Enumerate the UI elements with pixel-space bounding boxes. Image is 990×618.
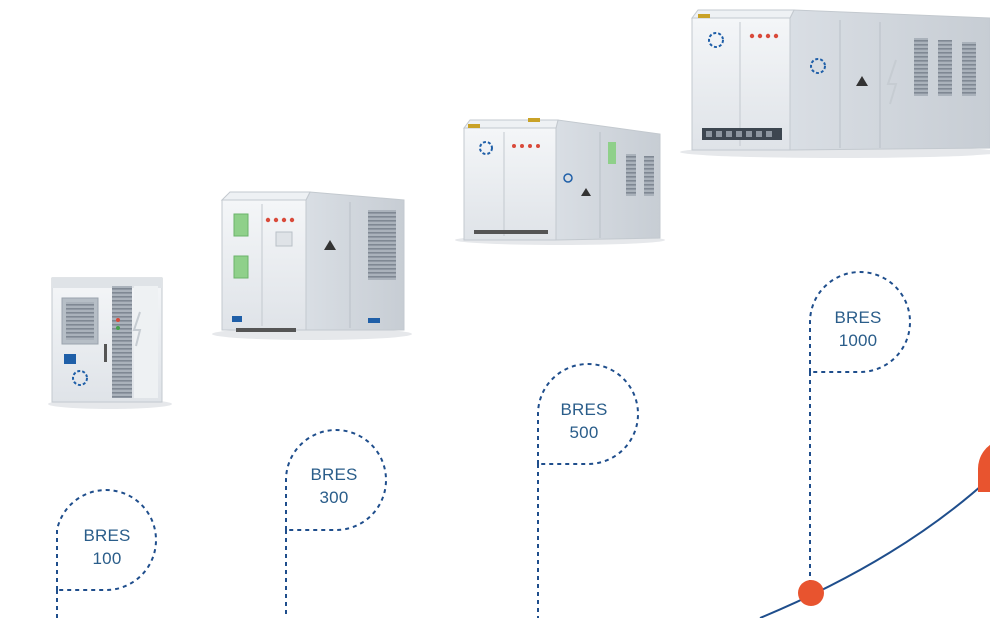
pin-label-bres-1000: BRES 1000	[813, 306, 903, 352]
pin-bres-1000	[809, 271, 911, 592]
battery-container-medium-icon	[455, 118, 665, 245]
pin-bres-100	[56, 489, 157, 618]
pin-label-bres-500: BRES 500	[539, 398, 629, 444]
pin-label-line2: 300	[319, 488, 349, 507]
battery-cabinet-small-icon	[48, 277, 172, 409]
pin-label-bres-300: BRES 300	[289, 463, 379, 509]
pin-label-line2: 1000	[838, 331, 878, 350]
curve-marker-dot	[798, 580, 824, 606]
pin-label-line1: BRES	[310, 465, 358, 484]
pin-label-line1: BRES	[560, 400, 608, 419]
battery-container-large-icon	[680, 9, 990, 158]
orange-corner-tab	[977, 445, 990, 492]
pin-label-bres-100: BRES 100	[62, 524, 152, 570]
pin-markers	[56, 271, 911, 618]
growth-curve	[759, 477, 990, 618]
pin-label-line2: 500	[569, 423, 599, 442]
pin-bres-500	[537, 363, 639, 618]
battery-container-cube-icon	[212, 191, 412, 340]
pin-label-line2: 100	[92, 549, 122, 568]
pin-label-line1: BRES	[834, 308, 882, 327]
pin-bres-300	[285, 429, 387, 618]
pin-label-line1: BRES	[83, 526, 131, 545]
